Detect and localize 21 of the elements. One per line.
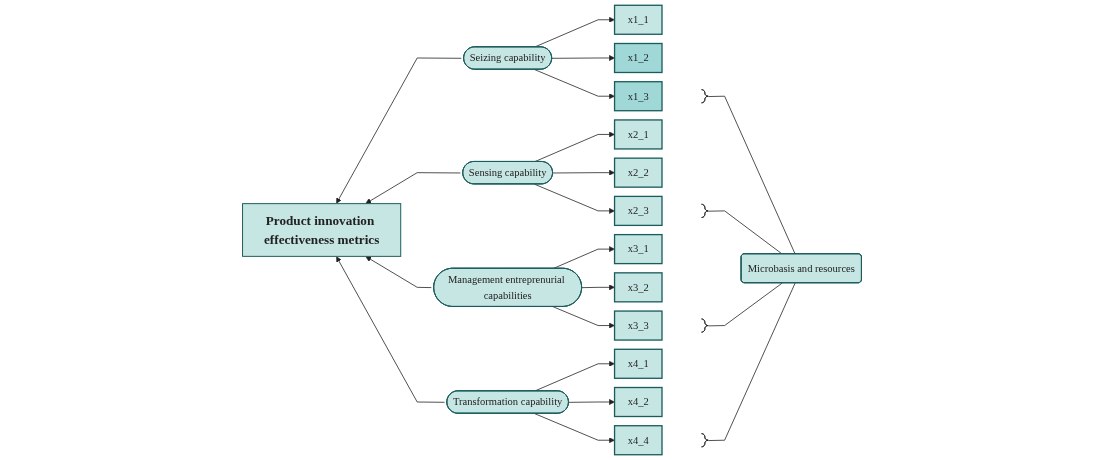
node-box: x2_2 [613,157,663,188]
connector [708,95,796,255]
node-box: x4_1 [613,348,663,379]
node-box: x1_1 [613,4,663,35]
node-box: x3_1 [613,233,663,265]
node-box: x2_1 [613,119,663,150]
node-bracket [701,89,709,104]
node-box: x1_2 [613,42,663,74]
connector [708,210,783,255]
node-bracket [701,433,709,448]
connector [708,282,796,441]
node-bracket [701,203,709,218]
node-box: x2_3 [613,195,663,227]
node-box: x4_4 [613,425,663,456]
node-box: x1_3 [613,81,663,112]
node-bracket [701,318,709,333]
connector [708,282,783,327]
node-box: x3_2 [613,272,663,303]
node-box: x3_3 [613,310,663,341]
node-box: x4_2 [613,386,663,418]
node-box: Product innovation effectiveness metrics [242,203,402,257]
